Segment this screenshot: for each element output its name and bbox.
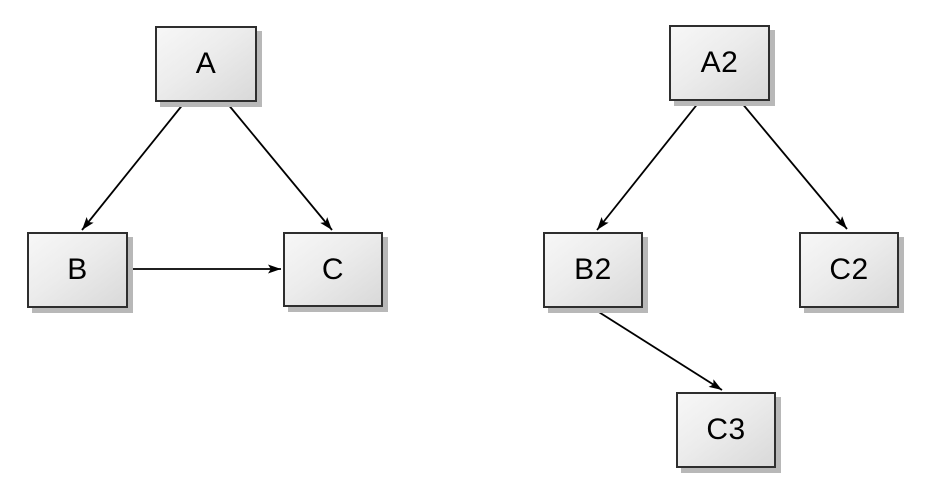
node-label-C3: C3 bbox=[706, 413, 746, 446]
node-B[interactable]: B bbox=[27, 232, 128, 308]
node-label-B: B bbox=[67, 253, 88, 286]
node-C2[interactable]: C2 bbox=[799, 232, 899, 308]
node-label-C2: C2 bbox=[829, 253, 869, 286]
node-A[interactable]: A bbox=[155, 26, 257, 102]
edge-B2-C3[interactable] bbox=[593, 308, 723, 391]
node-label-B2: B2 bbox=[574, 253, 612, 286]
node-B2[interactable]: B2 bbox=[543, 232, 643, 308]
node-label-C: C bbox=[321, 252, 345, 286]
edge-A-B[interactable] bbox=[81, 102, 185, 231]
node-C3[interactable]: C3 bbox=[676, 392, 776, 468]
node-C[interactable]: C bbox=[283, 232, 383, 307]
node-label-A: A bbox=[195, 47, 217, 80]
node-A2[interactable]: A2 bbox=[669, 25, 770, 101]
edge-A2-B2[interactable] bbox=[596, 101, 700, 231]
edge-A-C[interactable] bbox=[226, 102, 333, 231]
edge-A2-C2[interactable] bbox=[740, 101, 848, 230]
node-label-A2: A2 bbox=[700, 46, 739, 79]
